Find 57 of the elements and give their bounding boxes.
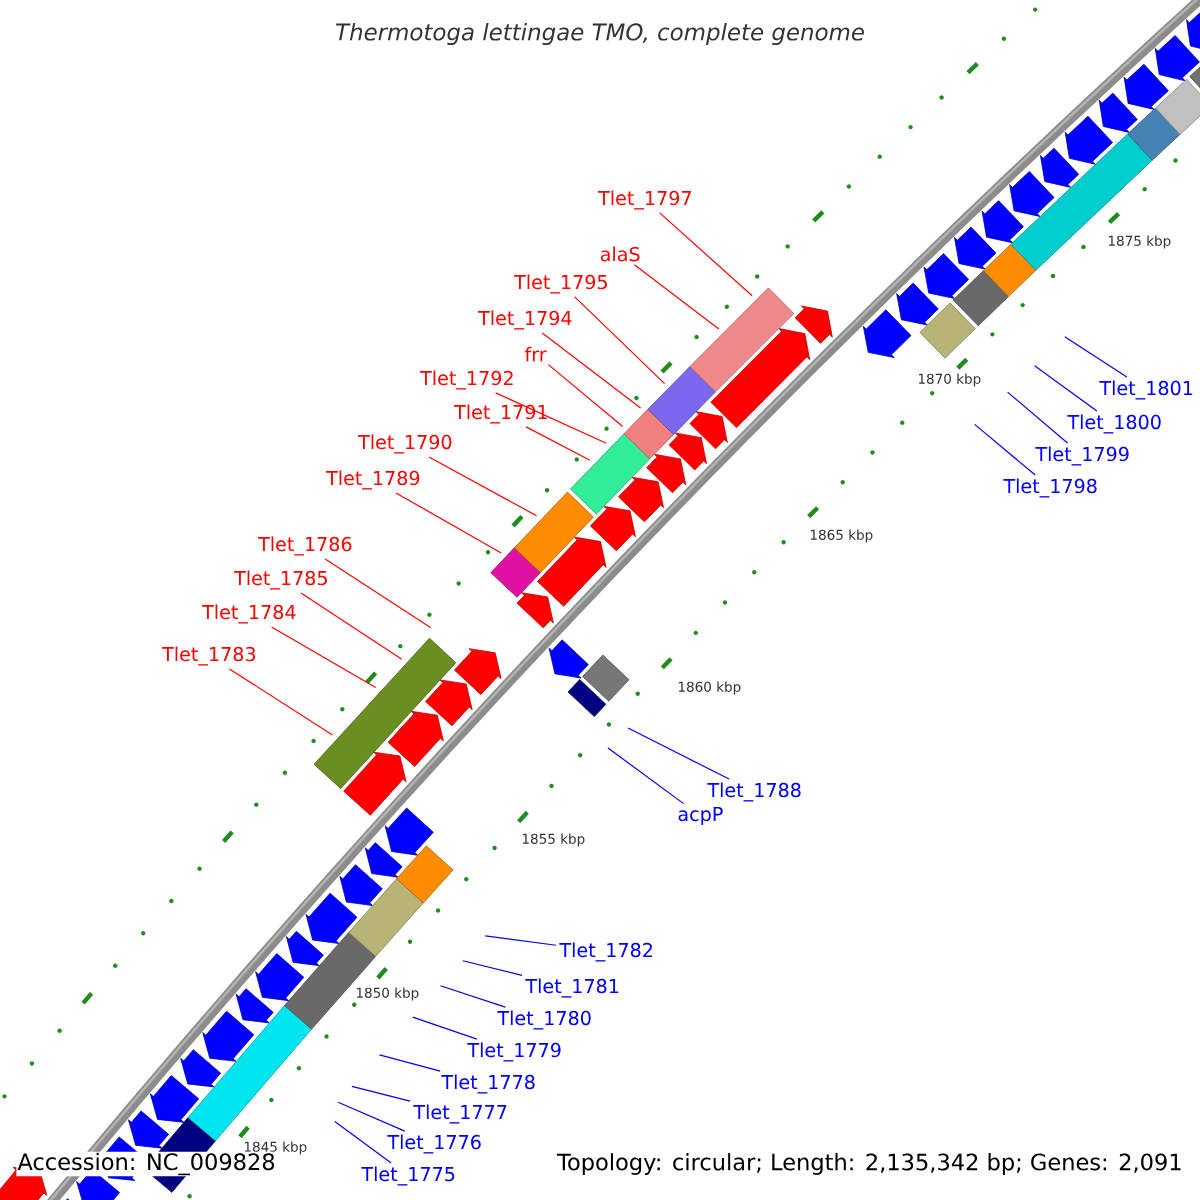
leader-line xyxy=(484,935,557,946)
gene-label: Tlet_1777 xyxy=(413,1104,507,1124)
gene-label: Tlet_1786 xyxy=(258,536,352,556)
gene-label: Tlet_1775 xyxy=(361,1166,455,1186)
gene-label: Tlet_1783 xyxy=(162,646,256,666)
gene-label: Tlet_1800 xyxy=(1067,414,1161,434)
gene-label: Tlet_1778 xyxy=(441,1074,535,1094)
gene-label: Tlet_1781 xyxy=(525,978,619,998)
gene-label: Tlet_1788 xyxy=(707,782,801,802)
gene-label: Tlet_1776 xyxy=(387,1134,481,1154)
gene-label: Tlet_1799 xyxy=(1035,446,1129,466)
gene-label: Tlet_1792 xyxy=(420,370,513,390)
gene-label: Tlet_1794 xyxy=(478,310,572,330)
leader-line xyxy=(495,392,607,444)
gene-label: Tlet_1790 xyxy=(358,434,452,454)
leader-line xyxy=(462,960,523,977)
gene-label: frr xyxy=(524,346,547,362)
leader-line xyxy=(351,1085,411,1102)
gene-label: Tlet_1797 xyxy=(598,190,691,210)
gene-label: Tlet_1779 xyxy=(467,1042,561,1062)
leader-line xyxy=(395,492,502,554)
gene-label: Tlet_1780 xyxy=(497,1010,591,1030)
gene-label: Tlet_1782 xyxy=(559,942,652,962)
leader-line xyxy=(633,264,720,330)
title: Thermotoga lettingae TMO, complete genome xyxy=(336,22,864,46)
gene-label: alaS xyxy=(600,246,640,262)
gene-label: Tlet_1795 xyxy=(514,274,607,294)
leader-line xyxy=(228,668,334,736)
gene-label: Tlet_1784 xyxy=(202,604,296,624)
leader-line xyxy=(428,456,538,517)
info-text: Topology: circular; Length: 2,135,342 bp; Genes: 2,091 xyxy=(556,1152,1184,1176)
gene-label: Tlet_1785 xyxy=(234,570,327,590)
leader-line xyxy=(627,727,730,780)
leader-line xyxy=(607,747,685,805)
leader-line xyxy=(300,592,403,660)
leader-line xyxy=(525,426,591,461)
gene-label: Tlet_1801 xyxy=(1099,380,1193,400)
leader-line xyxy=(541,332,642,409)
leader-line xyxy=(412,1016,478,1040)
leader-line xyxy=(337,1101,406,1132)
leader-line xyxy=(974,423,1036,476)
gene-label: Tlet_1798 xyxy=(1003,478,1097,498)
gene-label: Tlet_1789 xyxy=(326,470,420,490)
info-text: Accession: NC_009828 xyxy=(16,1151,277,1177)
leader-line xyxy=(1064,336,1128,378)
leader-line xyxy=(547,364,624,428)
leader-line xyxy=(574,296,666,385)
leader-line xyxy=(270,626,377,689)
gene-label: Tlet_1791 xyxy=(454,404,547,424)
leader-line xyxy=(1007,391,1069,444)
gene-label: acpP xyxy=(678,807,723,825)
leader-line xyxy=(378,1054,441,1072)
leader-line xyxy=(439,985,506,1008)
leader-line xyxy=(1034,365,1098,412)
leader-line xyxy=(659,212,753,297)
leader-line xyxy=(334,1120,392,1164)
leader-line xyxy=(324,558,432,629)
